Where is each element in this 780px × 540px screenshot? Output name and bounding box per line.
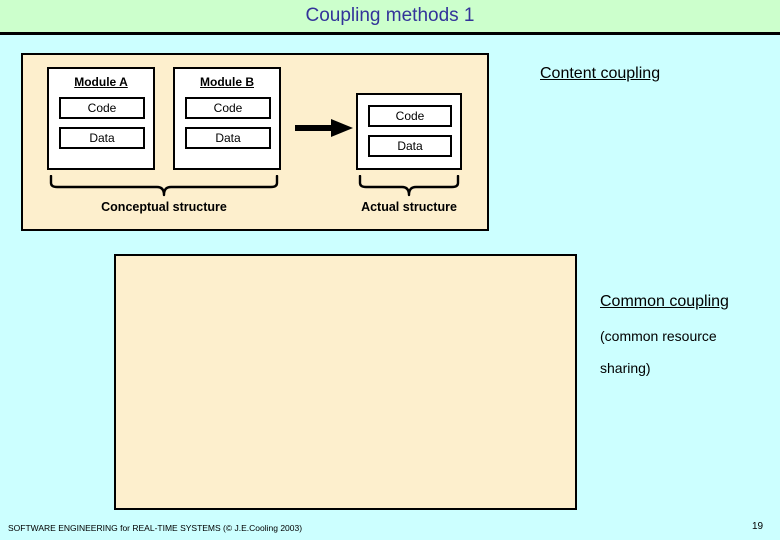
common-coupling-label: Common coupling bbox=[600, 293, 729, 310]
conceptual-structure-brace-icon bbox=[49, 175, 279, 197]
right-arrow-icon bbox=[295, 119, 353, 137]
actual-structure-caption: Actual structure bbox=[361, 200, 457, 214]
module-a-data-box: Data bbox=[59, 127, 145, 149]
footer-copyright: SOFTWARE ENGINEERING for REAL-TIME SYSTE… bbox=[8, 523, 303, 533]
content-coupling-label: Content coupling bbox=[540, 65, 661, 82]
module-a-box: Module A Code Data bbox=[47, 67, 155, 170]
page-title: Coupling methods 1 bbox=[305, 5, 475, 26]
module-a-title: Module A bbox=[74, 75, 128, 89]
common-coupling-diagram-panel bbox=[114, 254, 577, 510]
module-b-data-box: Data bbox=[185, 127, 271, 149]
actual-structure-brace-icon bbox=[358, 175, 460, 197]
module-b-code-box: Code bbox=[185, 97, 271, 119]
actual-module-data-box: Data bbox=[368, 135, 452, 157]
actual-module-code-box: Code bbox=[368, 105, 452, 127]
conceptual-structure-caption: Conceptual structure bbox=[101, 200, 227, 214]
common-coupling-note-line2: sharing) bbox=[600, 360, 651, 376]
slide-header-band bbox=[0, 0, 780, 35]
actual-structure-module-box: Code Data bbox=[356, 93, 462, 170]
module-b-box: Module B Code Data bbox=[173, 67, 281, 170]
common-coupling-note-line1: (common resource bbox=[600, 328, 717, 344]
coupling-diagram-panel: Module A Code Data Module B Code Data Co… bbox=[21, 53, 489, 231]
module-a-code-box: Code bbox=[59, 97, 145, 119]
module-b-title: Module B bbox=[200, 75, 254, 89]
page-number: 19 bbox=[752, 521, 764, 532]
